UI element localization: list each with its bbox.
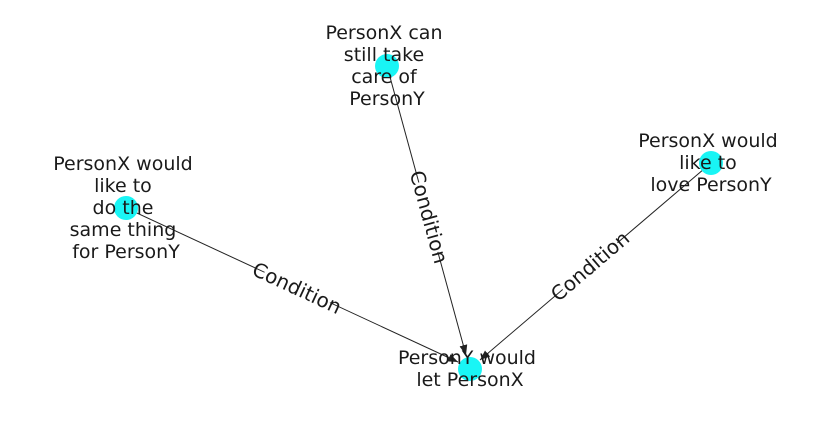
- node-label-line: PersonY would: [398, 347, 536, 369]
- node-label-line: love PersonY: [650, 174, 772, 196]
- nodes: [114, 54, 723, 381]
- node-label-line: like to: [94, 175, 152, 197]
- node-same: [114, 196, 138, 220]
- node-label-line: same thing: [70, 219, 177, 241]
- node-label-line: PersonX would: [638, 130, 777, 152]
- edge-label-love-to-let: Condition: [546, 226, 634, 306]
- node-label-line: PersonY: [349, 88, 425, 110]
- edge-label-same-to-let: Condition: [249, 257, 346, 319]
- edge-label-care-to-let: Condition: [405, 168, 453, 266]
- edge-label-text: Condition: [546, 226, 634, 306]
- node-label-line: still take: [344, 44, 424, 66]
- node-love: [699, 151, 723, 175]
- node-labels: PersonX can still take care of PersonY P…: [53, 22, 784, 391]
- edge-label-text: Condition: [249, 257, 346, 319]
- node-label-line: like to: [679, 152, 737, 174]
- node-let: [458, 357, 482, 381]
- node-label-let: PersonY would let PersonX: [398, 347, 542, 391]
- node-care: [375, 54, 399, 78]
- edge-label-text: Condition: [405, 168, 453, 266]
- node-label-line: for PersonY: [72, 241, 180, 263]
- node-label-line: PersonX can: [325, 22, 442, 44]
- node-label-line: care of: [351, 66, 418, 88]
- edge-labels: Condition Condition Condition: [249, 168, 634, 319]
- node-label-care: PersonX can still take care of PersonY: [325, 22, 448, 110]
- node-label-line: PersonX would: [53, 153, 192, 175]
- node-label-same: PersonX would like to do the same thing …: [53, 153, 199, 263]
- node-label-line: do the: [93, 197, 154, 219]
- node-label-line: let PersonX: [416, 369, 523, 391]
- node-label-love: PersonX would like to love PersonY: [638, 130, 784, 196]
